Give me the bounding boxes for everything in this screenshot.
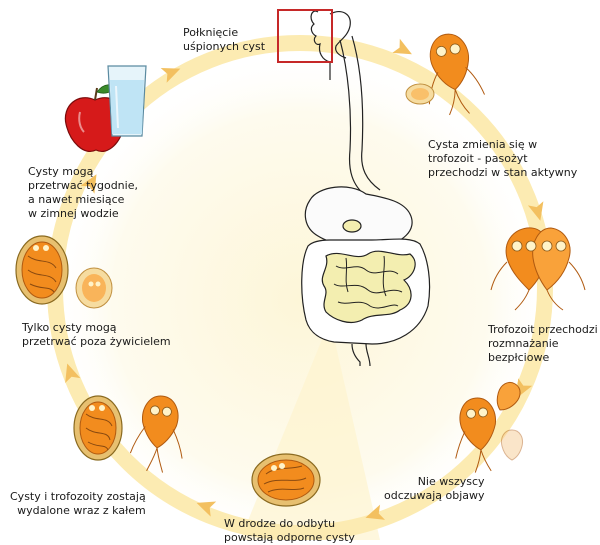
- cycle-arrow-icon: [65, 363, 81, 384]
- cyst-icon: [75, 267, 113, 309]
- dividing-trophozoites-icon: [490, 227, 586, 311]
- trophozoite-icon: [496, 381, 521, 411]
- cycle-arrow-icon: [80, 174, 97, 194]
- label-survival: Cysty mogą przetrwać tygodnie, a nawet m…: [28, 165, 138, 220]
- label-ingestion: Połknięcie uśpionych cyst: [183, 26, 266, 53]
- cycle-arrow-icon: [516, 378, 533, 398]
- water-glass-icon: [107, 65, 147, 137]
- label-excretion: Cysty i trofozoity zostają wydalone wraz…: [10, 490, 146, 517]
- cyst-icon: [405, 83, 435, 105]
- cycle-arrow-icon: [527, 201, 544, 221]
- cyst-icon: [73, 395, 123, 461]
- highlight-box: [277, 9, 333, 63]
- cycle-arrow-icon: [392, 38, 412, 55]
- cyst-icon: [15, 235, 69, 305]
- trophozoite-icon: [428, 33, 485, 116]
- cycle-arrow-icon: [196, 501, 217, 517]
- trophozoite-icon: [455, 397, 496, 473]
- digestive-system-icon: [301, 10, 431, 367]
- label-encystation: W drodze do odbytu powstają odporne cyst…: [224, 517, 355, 544]
- label-symptoms: Nie wszyscy odczuwają objawy: [384, 475, 485, 502]
- faded-trophozoite-icon: [501, 429, 523, 461]
- trophozoite-icon: [129, 395, 183, 473]
- cyst-icon: [251, 453, 321, 507]
- cycle-arrow-icon: [365, 504, 386, 520]
- label-reproduction: Trofozoit przechodzi rozmnażanie bezpłci…: [488, 323, 598, 364]
- label-outside-host: Tylko cysty mogą przetrwać poza żywiciel…: [22, 321, 171, 348]
- label-excystation: Cysta zmienia się w trofozoit - pasożyt …: [428, 138, 578, 179]
- cycle-arrow-icon: [160, 67, 181, 83]
